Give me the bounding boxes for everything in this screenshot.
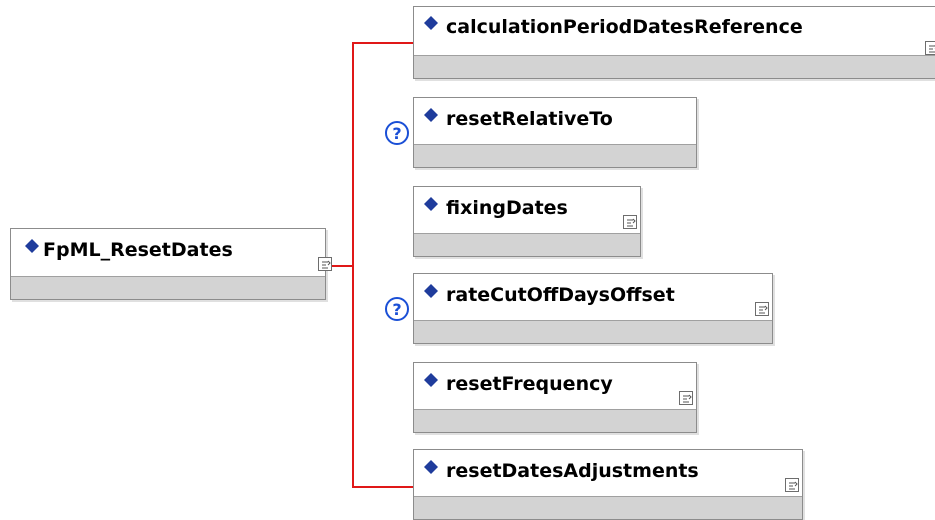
element-diamond-icon — [424, 16, 438, 30]
element-diamond-icon — [424, 108, 438, 122]
child-label: fixingDates — [446, 197, 568, 219]
expand-icon[interactable] — [318, 257, 332, 271]
optional-icon: ? — [385, 121, 409, 145]
element-diamond-icon — [25, 239, 39, 253]
root-node[interactable]: FpML_ResetDates — [10, 228, 332, 300]
expand-icon[interactable] — [679, 391, 693, 405]
root-label: FpML_ResetDates — [43, 239, 233, 261]
child-label: resetRelativeTo — [446, 108, 613, 130]
child-node-rateCutOffDaysOffset[interactable]: rateCutOffDaysOffset — [413, 273, 773, 344]
svg-text:?: ? — [392, 300, 401, 319]
element-diamond-icon — [424, 284, 438, 298]
expand-icon[interactable] — [623, 215, 637, 229]
child-node-resetDatesAdjustments[interactable]: resetDatesAdjustments — [413, 449, 803, 520]
svg-text:?: ? — [392, 124, 401, 143]
child-node-resetFrequency[interactable]: resetFrequency — [413, 362, 697, 433]
expand-icon[interactable] — [785, 478, 799, 492]
child-node-resetRelativeTo[interactable]: resetRelativeTo — [413, 97, 697, 168]
expand-icon[interactable] — [755, 302, 769, 316]
element-diamond-icon — [424, 460, 438, 474]
connector-calculationPeriodDatesReference — [352, 42, 414, 44]
connector-resetDatesAdjustments — [352, 486, 414, 488]
vertical-connector — [352, 42, 354, 487]
child-label: resetDatesAdjustments — [446, 460, 699, 482]
optional-icon: ? — [385, 297, 409, 321]
element-diamond-icon — [424, 373, 438, 387]
expand-icon[interactable] — [925, 41, 935, 55]
child-node-calculationPeriodDatesReference[interactable]: calculationPeriodDatesReference — [413, 6, 935, 79]
child-label: rateCutOffDaysOffset — [446, 284, 675, 306]
child-label: resetFrequency — [446, 373, 613, 395]
element-diamond-icon — [424, 197, 438, 211]
root-connector — [327, 265, 354, 267]
child-label: calculationPeriodDatesReference — [446, 16, 803, 38]
child-node-fixingDates[interactable]: fixingDates — [413, 186, 641, 257]
